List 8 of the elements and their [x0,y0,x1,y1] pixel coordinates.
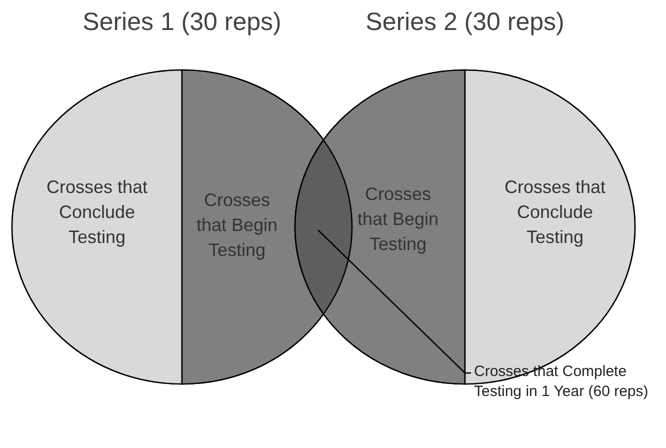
region-label: Crosses that Begin Testing [195,189,279,262]
region-label: Crosses that Conclude Testing [503,176,607,249]
leader-line [318,230,471,374]
callout-text: Crosses that Complete Testing in 1 Year (60 reps) [474,362,650,402]
region-label: Crosses that Conclude Testing [45,176,149,249]
series-heading: Series 1 (30 reps) [82,8,282,37]
series-heading: Series 2 (30 reps) [364,8,566,37]
region-label: Crosses that Begin Testing [356,183,440,256]
